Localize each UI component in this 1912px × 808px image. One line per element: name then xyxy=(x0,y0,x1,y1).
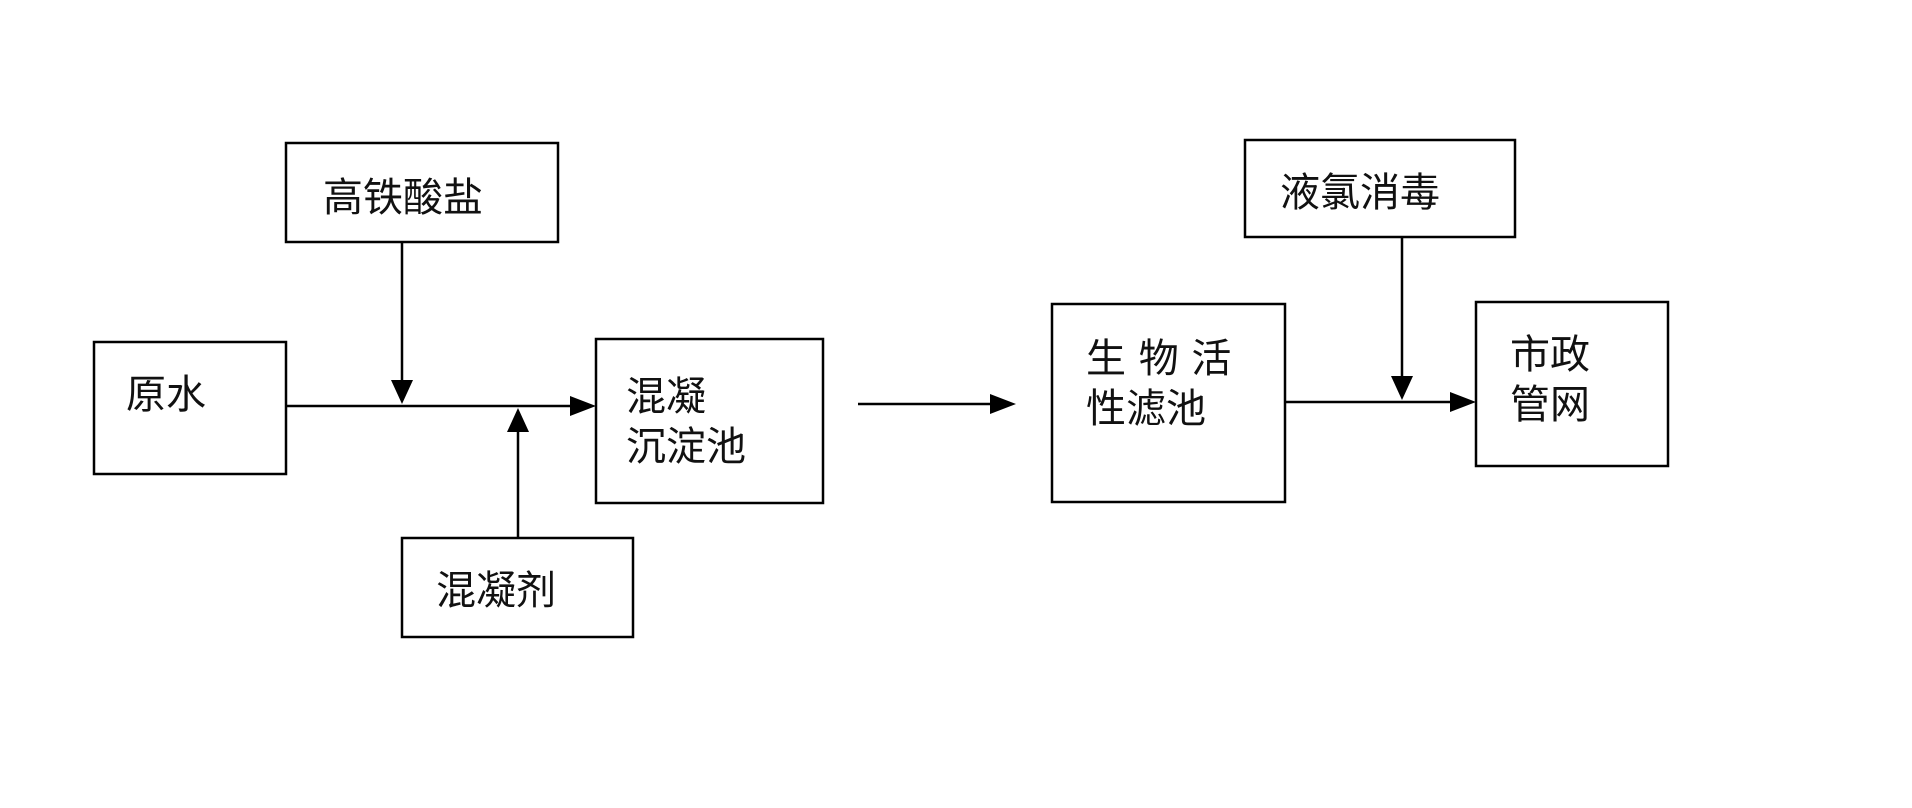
label-line: 高铁酸盐 xyxy=(323,175,483,221)
label-line: 混凝剂 xyxy=(436,568,556,614)
box-municipal-pipe-network-label: 市政管网 xyxy=(1510,332,1590,428)
box-coagulant-label: 混凝剂 xyxy=(436,568,556,614)
arrowhead-ferrate xyxy=(391,380,413,404)
label-line: 沉淀池 xyxy=(626,424,746,470)
box-raw-water: 原水 xyxy=(92,340,288,476)
arrowhead-into-municipal xyxy=(1450,392,1476,412)
label-line: 市政 xyxy=(1510,332,1590,378)
arrowhead-chlorine xyxy=(1391,376,1413,400)
box-liquid-chlorine-disinfection-label: 液氯消毒 xyxy=(1280,170,1440,216)
box-liquid-chlorine-disinfection: 液氯消毒 xyxy=(1243,138,1517,239)
box-coagulation-sedimentation: 混凝沉淀池 xyxy=(594,337,825,505)
label-line: 原水 xyxy=(126,372,206,418)
label-line: 性滤池 xyxy=(1086,386,1206,432)
box-biological-activated-filter-label: 生 物 活性滤池 xyxy=(1086,336,1231,432)
arrowhead-gap-arrow xyxy=(990,394,1016,414)
box-municipal-pipe-network: 市政管网 xyxy=(1474,300,1670,468)
arrowhead-into-sedimentation xyxy=(570,396,596,416)
box-raw-water-label: 原水 xyxy=(126,372,206,418)
box-ferrate-label: 高铁酸盐 xyxy=(323,175,483,221)
box-coagulant: 混凝剂 xyxy=(400,536,635,639)
arrowhead-coagulant xyxy=(507,408,529,432)
box-ferrate: 高铁酸盐 xyxy=(284,141,560,244)
label-line: 混凝 xyxy=(626,374,706,420)
label-line: 生 物 活 xyxy=(1086,336,1231,382)
label-line: 液氯消毒 xyxy=(1280,170,1440,216)
box-coagulation-sedimentation-label: 混凝沉淀池 xyxy=(626,374,746,470)
label-line: 管网 xyxy=(1510,382,1590,428)
box-biological-activated-filter: 生 物 活性滤池 xyxy=(1050,302,1287,504)
